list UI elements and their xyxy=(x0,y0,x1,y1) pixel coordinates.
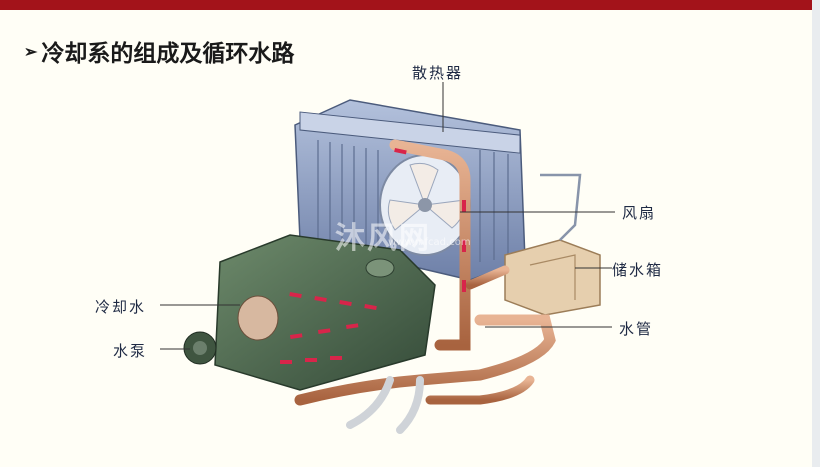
label-radiator: 散热器 xyxy=(412,64,464,82)
top-banner xyxy=(0,0,812,10)
title-text: 冷却系的组成及循环水路 xyxy=(41,40,295,67)
label-reservoir: 储水箱 xyxy=(612,261,664,279)
label-fan: 风扇 xyxy=(622,204,657,222)
engine-block xyxy=(183,234,436,391)
reservoir-tank xyxy=(504,173,601,316)
right-border xyxy=(812,0,820,467)
water-pipes xyxy=(294,139,556,434)
coolant-flow-arrows xyxy=(280,148,466,364)
watermark-text: 沐风网 xyxy=(335,221,431,256)
slide-title: ➢ 冷却系的组成及循环水路 xyxy=(24,34,294,68)
label-water-pipe: 水管 xyxy=(619,320,654,338)
callout-lines xyxy=(160,82,615,350)
label-coolant: 冷却水 xyxy=(95,298,147,316)
label-water-pump: 水泵 xyxy=(113,342,148,360)
watermark-url: www.mfcad.com xyxy=(388,237,471,248)
title-bullet-icon: ➢ xyxy=(24,41,38,61)
